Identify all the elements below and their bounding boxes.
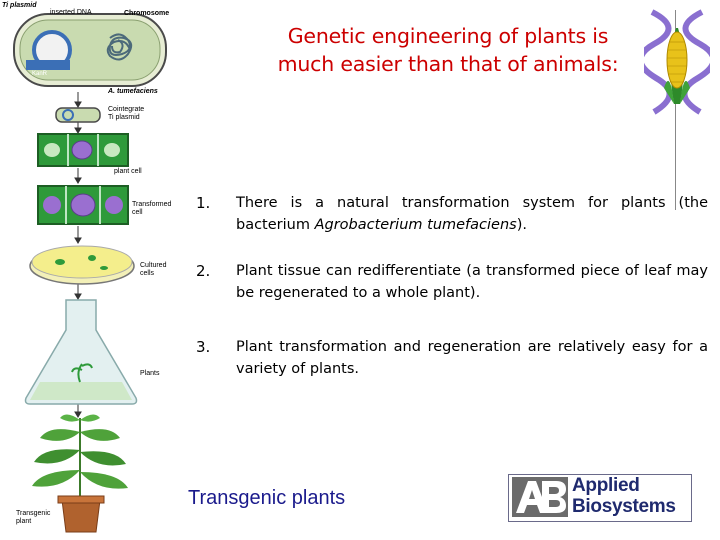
label-plants: Plants: [140, 370, 159, 378]
logo-text-applied: Applied: [572, 476, 640, 496]
title-line-1: Genetic engineering of plants is: [288, 24, 609, 48]
point-number-3: 3.: [196, 338, 210, 356]
label-cointegrate-1: Cointegrate: [108, 106, 144, 113]
point-text-2: Plant tissue can redifferentiate (a tran…: [236, 260, 708, 304]
point-1-text-italic: Agrobacterium tumefaciens: [315, 217, 517, 233]
point-number-2: 2.: [196, 262, 210, 280]
transformed-cells: [38, 186, 128, 224]
point-1-text-after: ).: [517, 217, 527, 233]
label-ti-plasmid: Ti plasmid: [2, 2, 37, 10]
label-cointegrate: Cointegrate Ti plasmid: [108, 106, 144, 122]
point-text-3: Plant transformation and regeneration ar…: [236, 336, 708, 380]
point-number-1: 1.: [196, 194, 210, 212]
label-transgenic-1: Transgenic: [16, 510, 50, 517]
label-inserted-dna: inserted DNA: [50, 9, 92, 17]
petri-dish: [30, 246, 134, 284]
label-transgenic: Transgenic plant: [16, 510, 50, 526]
label-transgenic-2: plant: [16, 518, 31, 525]
label-cointegrate-2: Ti plasmid: [108, 114, 140, 121]
point-text-1: There is a natural transformation system…: [236, 192, 708, 236]
logo-text-biosystems: Biosystems: [572, 497, 676, 517]
label-plant-cell: plant cell: [114, 168, 142, 176]
label-transformed-1: Transformed: [132, 201, 171, 208]
label-transformed: Transformed cell: [132, 201, 171, 217]
label-bacterium: A. tumefaciens: [108, 88, 158, 96]
label-chromosome: Chromosome: [124, 10, 169, 18]
label-cultured: Cultured cells: [140, 262, 166, 278]
ab-logo-mark-icon: [512, 477, 568, 517]
culture-flask: [26, 300, 137, 404]
label-transformed-2: cell: [132, 209, 143, 216]
title-line-2: much easier than that of animals:: [278, 52, 619, 76]
label-cultured-2: cells: [140, 270, 154, 277]
dna-corn-icon: [644, 8, 710, 118]
slide-title: Genetic engineering of plants is much ea…: [228, 22, 668, 78]
label-cultured-1: Cultured: [140, 262, 166, 269]
plant-cells: [38, 134, 128, 166]
caption-transgenic-plants: Transgenic plants: [188, 487, 345, 510]
label-kan: KanR: [32, 70, 47, 78]
